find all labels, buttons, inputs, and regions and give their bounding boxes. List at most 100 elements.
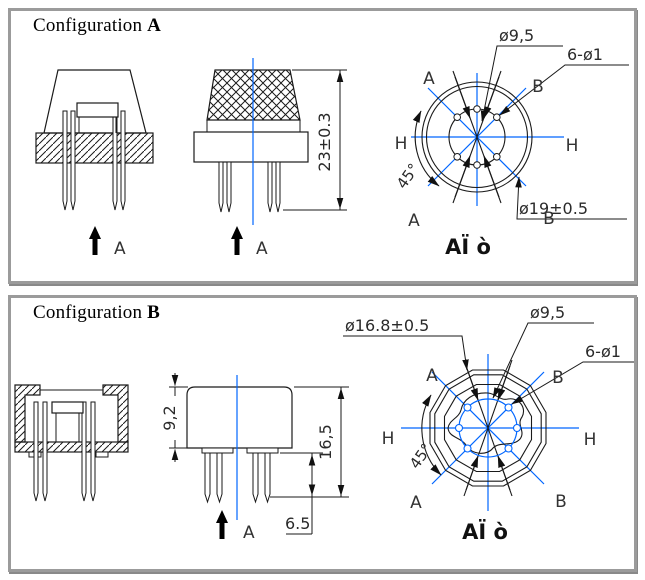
panel-a-title: Configuration A (33, 15, 161, 37)
bolt-circle-leader (492, 322, 594, 399)
sensing-element (76, 102, 119, 118)
pin (120, 110, 126, 211)
axis-label-h-left: H (382, 429, 395, 449)
pin-stub (201, 447, 234, 454)
pin (33, 401, 39, 502)
pin-length-dimension: 6.5 (280, 452, 323, 535)
section-arrow (465, 455, 479, 491)
angle-arc (412, 110, 440, 187)
base-plate-hatched (14, 441, 129, 453)
sensor-side-view-b (186, 386, 293, 504)
holes-dim: 6-ø1 (585, 342, 621, 361)
outer-dia-dim: ø16.8±0.5 (345, 316, 429, 335)
holes-leader (511, 361, 634, 405)
section-arrow (497, 455, 511, 491)
section-label-b-top: B (552, 368, 564, 388)
angle-dim: 45° (393, 160, 423, 192)
sensor-side-view-open (35, 69, 154, 211)
section-label-a-bottom: A (410, 493, 422, 513)
up-arrow-stem (234, 239, 240, 255)
up-arrow-icon (231, 226, 243, 239)
up-arrow-stem (92, 239, 98, 255)
holes-dim: 6-ø1 (567, 45, 603, 64)
bolt-circle-dim: ø9,5 (499, 26, 534, 45)
holes-leader (499, 64, 629, 116)
outer-dia-leader (343, 335, 469, 371)
flange-hatched (35, 132, 154, 164)
pin-holes (454, 403, 522, 453)
body-height-text: 9,2 (160, 405, 179, 430)
view-direction-arrow-2: A (231, 226, 268, 259)
panel-b-drawing: 9,2 16,5 6.5 A (14, 303, 634, 544)
bottom-view-caption: AÏ ò (462, 519, 508, 544)
bottom-view-b: ø16.8±0.5 ø9,5 6-ø1 45° A B H H A B AÏ ò (343, 303, 634, 544)
leader-lines (343, 322, 634, 405)
up-arrow-icon (216, 510, 228, 523)
section-label-b-bottom: B (555, 492, 567, 512)
bottom-view-a: ø9,5 6-ø1 ø19±0.5 45° A B H H A B AÏ ò (393, 26, 629, 259)
base-ring (193, 131, 309, 163)
pin (252, 452, 259, 504)
body-height-dimension: 9,2 (160, 373, 188, 462)
pin (62, 110, 68, 211)
view-label-a: A (243, 523, 255, 543)
bolt-circle-leader (480, 45, 563, 122)
section-arrow (483, 155, 500, 198)
section-label-a-top: A (423, 69, 435, 89)
outer-dia-leader (515, 176, 627, 220)
panel-b-title: Configuration B (33, 302, 160, 324)
pin (264, 452, 271, 504)
pin (90, 401, 96, 502)
pin (81, 401, 87, 502)
view-direction-arrow-1: A (89, 226, 126, 259)
pin (70, 110, 76, 211)
pin (226, 161, 232, 213)
cap-outline (43, 69, 147, 134)
section-label-b-top: B (532, 77, 544, 97)
section-label-b-bottom: B (543, 209, 555, 229)
outer-dia-dim: ø19±0.5 (519, 199, 588, 218)
section-arrow (454, 155, 471, 198)
pin-length-text: 6.5 (285, 514, 310, 533)
total-height-text: 16,5 (316, 424, 335, 460)
section-arrow (465, 365, 479, 401)
section-arrow (454, 76, 471, 119)
pin (42, 401, 48, 502)
plate-tab (95, 451, 109, 458)
configuration-b-panel: Configuration B (8, 295, 637, 572)
pin (275, 161, 281, 213)
panel-a-title-word: Configuration (33, 15, 143, 36)
sensor-cross-section (14, 384, 129, 502)
pin (216, 452, 223, 504)
extension-lines (283, 69, 347, 211)
panel-a-title-letter: A (147, 15, 162, 36)
pin-holes (453, 105, 501, 169)
angle-arc (421, 394, 442, 476)
panel-b-title-letter: B (147, 302, 161, 323)
pin-stub (246, 447, 279, 454)
axis-label-h-right: H (584, 430, 597, 450)
pin (204, 452, 211, 504)
section-label-a-top: A (426, 366, 438, 386)
total-height-dimension: 16,5 (270, 386, 349, 498)
up-arrow-stem (219, 523, 225, 539)
height-dim-text: 23±0.3 (315, 112, 334, 171)
leader-lines (480, 45, 629, 220)
sensing-element (51, 401, 84, 414)
panel-b-title-word: Configuration (33, 302, 143, 323)
height-dimension: 23±0.3 (283, 69, 347, 211)
view-label-a: A (114, 239, 126, 259)
cap-neck (206, 120, 301, 132)
element-supports (78, 117, 117, 133)
bolt-circle-dim: ø9,5 (530, 303, 565, 322)
up-arrow-icon (89, 226, 101, 239)
pin (267, 161, 273, 213)
extension-lines (270, 386, 349, 498)
extension-lines (169, 386, 188, 449)
sensor-side-view-mesh (193, 69, 309, 213)
view-label-a: A (256, 239, 268, 259)
configuration-a-panel: Configuration A (8, 8, 637, 284)
axis-label-h-right: H (566, 136, 579, 156)
panel-a-drawing: A 23±0.3 A (35, 26, 629, 259)
pin (218, 161, 224, 213)
